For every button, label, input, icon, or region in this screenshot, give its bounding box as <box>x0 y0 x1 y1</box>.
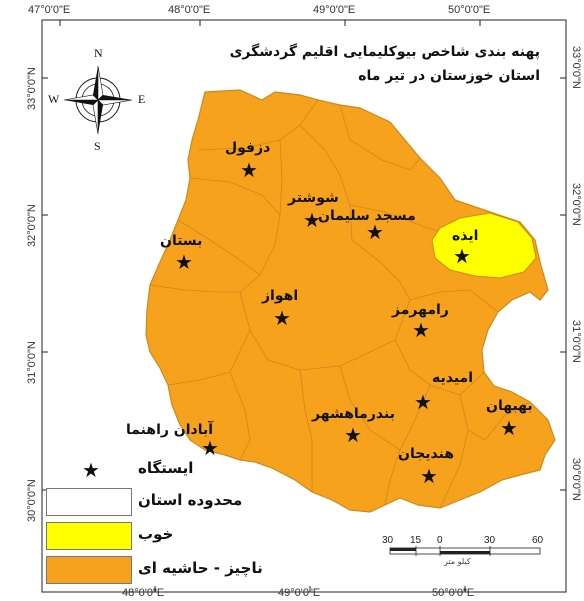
zone-marginal-polygon <box>145 89 556 513</box>
compass-east: E <box>138 92 146 106</box>
station-star-omidiyeh: ★ <box>414 390 432 414</box>
station-label-bostan: بستان <box>160 233 203 249</box>
graticule-ticks <box>42 20 566 592</box>
station-label-masjed-soleyman: مسجد سلیمان <box>318 208 416 224</box>
station-star-masjed-soleyman: ★ <box>366 220 384 244</box>
station-label-hendijan: هندیجان <box>398 446 455 462</box>
coord-bottom-50: 50°0'0"E <box>432 587 475 599</box>
station-label-omidiyeh: امیدیه <box>432 370 474 386</box>
station-star-ramhormoz: ★ <box>412 318 430 342</box>
coord-left-30: 30°0'0"N <box>26 479 38 522</box>
coord-left-32: 32°0'0"N <box>26 204 38 247</box>
coord-right-31: 31°0'0"N <box>570 320 582 363</box>
coord-top-47: 47°0'0"E <box>28 4 71 16</box>
scale-tick-4: 60 <box>532 535 544 546</box>
coord-right-33: 33°0'0"N <box>570 46 582 89</box>
legend-station-symbol: ★ <box>82 458 100 482</box>
legend-label-marginal: ناچیز - حاشیه ای <box>138 559 263 577</box>
scale-tick-0: 30 <box>382 535 394 546</box>
station-label-izeh: ایذه <box>452 228 479 244</box>
legend-label-good: خوب <box>138 525 174 543</box>
coord-top-49: 49°0'0"E <box>313 4 356 16</box>
station-star-dezful: ★ <box>240 158 258 182</box>
station-label-bandar-mahshahr: بندرماهشهر <box>312 406 395 422</box>
legend-label-boundary: محدوده استان <box>138 491 243 509</box>
compass-west: W <box>48 92 60 106</box>
scale-bar <box>389 546 541 556</box>
coord-right-32: 32°0'0"N <box>570 183 582 226</box>
map-border <box>41 19 567 593</box>
coord-top-48: 48°0'0"E <box>168 4 211 16</box>
compass-rose-icon <box>63 65 133 135</box>
station-label-dezful: دزفول <box>225 140 271 156</box>
coord-left-33: 33°0'0"N <box>26 67 38 110</box>
station-label-ramhormoz: رامهرمز <box>392 302 449 318</box>
legend-label-station: ایستگاه <box>138 459 194 477</box>
compass-north: N <box>94 46 103 60</box>
station-star-ahvaz: ★ <box>273 306 291 330</box>
coord-top-50: 50°0'0"E <box>448 4 491 16</box>
station-star-abadan: ★ <box>201 436 219 460</box>
legend-swatch-boundary <box>46 488 132 516</box>
compass-south: S <box>94 139 101 153</box>
station-label-ahvaz: اهواز <box>262 288 299 304</box>
map-title: پهنه بندی شاخص بیوکلیمایی اقلیم گردشگری … <box>190 40 540 88</box>
station-star-bostan: ★ <box>175 250 193 274</box>
station-star-shushtar: ★ <box>303 208 321 232</box>
scale-tick-2: 0 <box>437 535 443 546</box>
scale-tick-1: 15 <box>410 535 422 546</box>
legend-swatch-good <box>46 522 132 550</box>
county-boundaries <box>149 99 531 509</box>
legend-swatch-marginal <box>46 556 132 584</box>
station-label-behbahan: بهبهان <box>486 398 533 414</box>
station-star-behbahan: ★ <box>500 416 518 440</box>
station-label-shushtar: شوشتر <box>288 190 339 206</box>
map-title-line-2: استان خوزستان در تیر ماه <box>358 68 540 84</box>
station-star-hendijan: ★ <box>420 464 438 488</box>
coord-bottom-49: 49°0'0"E <box>278 587 321 599</box>
station-star-bandar-mahshahr: ★ <box>344 423 362 447</box>
map-title-line-1: پهنه بندی شاخص بیوکلیمایی اقلیم گردشگری <box>229 44 540 60</box>
station-label-abadan: آبادان راهنما <box>126 422 214 438</box>
zone-good-polygon <box>431 212 537 279</box>
scale-tick-3: 30 <box>484 535 496 546</box>
station-star-izeh: ★ <box>453 244 471 268</box>
coord-bottom-48: 48°0'0"E <box>122 587 165 599</box>
scale-unit: کیلو متر <box>444 557 471 566</box>
coord-right-30: 30°0'0"N <box>570 458 582 501</box>
coord-left-31: 31°0'0"N <box>26 341 38 384</box>
